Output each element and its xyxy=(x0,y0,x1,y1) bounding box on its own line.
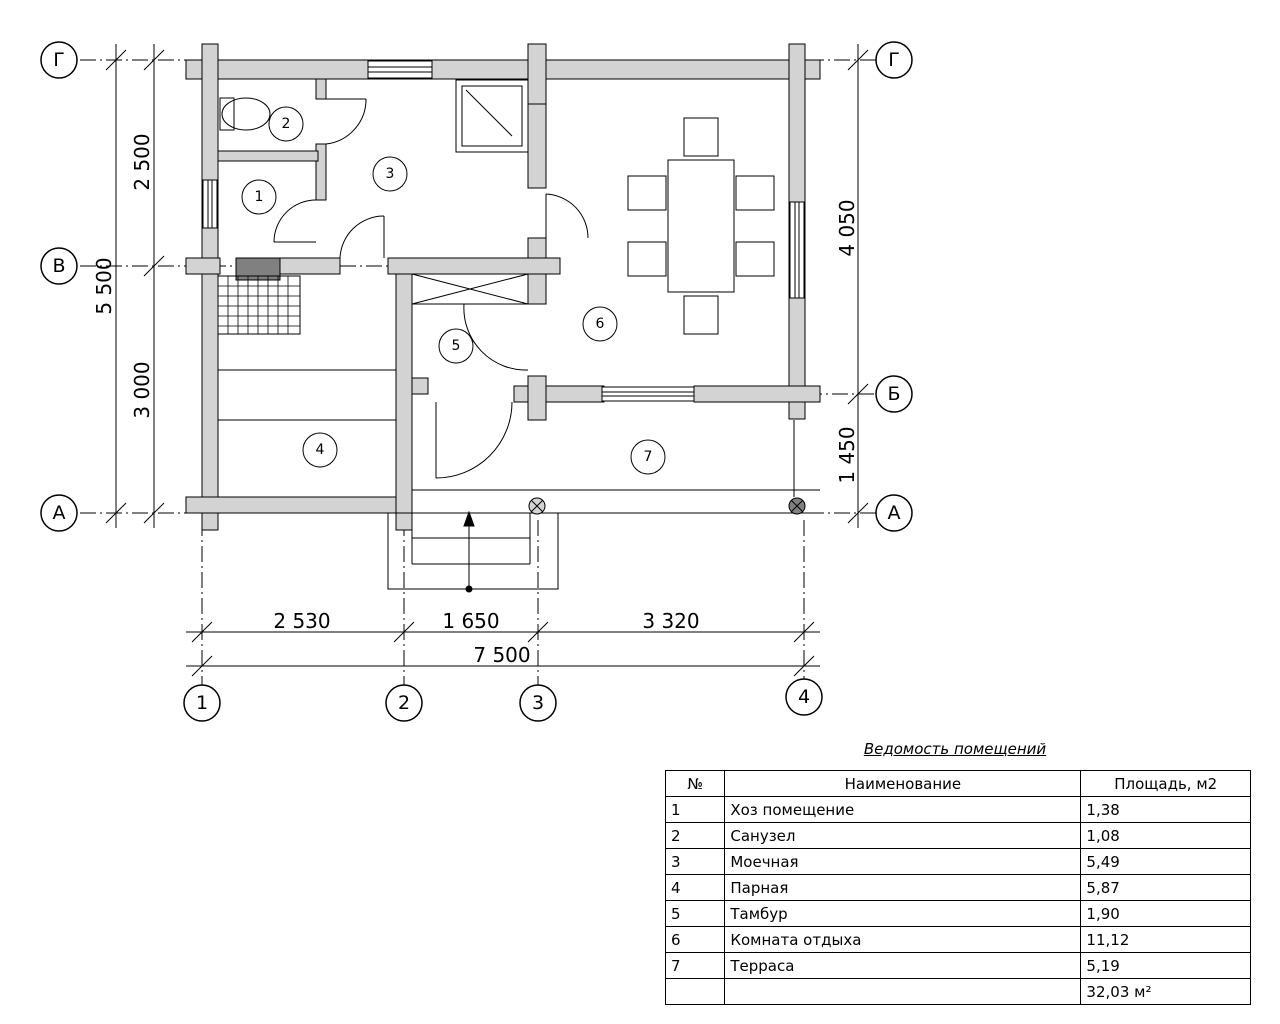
room-number-4: 4 xyxy=(316,442,325,458)
cell-area: 1,38 xyxy=(1080,796,1251,823)
dim-bottom-3: 3 320 xyxy=(642,609,699,633)
dimension-lines xyxy=(105,44,869,677)
dim-bottom-total: 7 500 xyxy=(473,643,530,667)
cell-area: 5,87 xyxy=(1080,874,1251,901)
header-name: Наименование xyxy=(724,770,1082,797)
axis-lines xyxy=(80,59,880,685)
schedule-title: Ведомость помещений xyxy=(863,740,1047,758)
cell-area: 5,49 xyxy=(1080,848,1251,875)
room-number-2: 2 xyxy=(282,116,291,132)
cell-name xyxy=(724,978,1082,1005)
cell-area: 11,12 xyxy=(1080,926,1251,953)
cell-area: 5,19 xyxy=(1080,952,1251,979)
dim-right-2: 1 450 xyxy=(835,426,859,483)
room-number-1: 1 xyxy=(255,189,264,205)
axis-label-g-left: Г xyxy=(53,49,65,71)
room-number-5: 5 xyxy=(452,338,461,354)
dim-left-outer: 5 500 xyxy=(92,257,116,314)
axis-label-3: 3 xyxy=(532,692,544,714)
doors xyxy=(273,98,589,479)
table-header-row: № Наименование Площадь, м2 xyxy=(664,770,1251,797)
floor-plan: 5 500 2 500 3 000 4 050 1 450 2 530 1 65… xyxy=(40,41,913,722)
room-number-7: 7 xyxy=(644,449,653,465)
axis-label-4: 4 xyxy=(798,686,810,708)
axis-label-a-left: А xyxy=(53,502,66,524)
room-number-6: 6 xyxy=(596,316,605,332)
cell-area: 1,08 xyxy=(1080,822,1251,849)
cell-name: Моечная xyxy=(724,848,1082,875)
cell-area: 1,90 xyxy=(1080,900,1251,927)
cell-number: 5 xyxy=(664,900,726,927)
dim-right-1: 4 050 xyxy=(835,199,859,256)
cell-number: 3 xyxy=(664,848,726,875)
cell-number: 2 xyxy=(664,822,726,849)
cell-number: 7 xyxy=(664,952,726,979)
cell-name: Санузел xyxy=(724,822,1082,849)
dim-left-inner-1: 2 500 xyxy=(130,133,154,190)
terrace xyxy=(387,402,820,593)
dim-bottom-2: 1 650 xyxy=(442,609,499,633)
cell-number: 6 xyxy=(664,926,726,953)
cell-name: Парная xyxy=(724,874,1082,901)
axis-markers xyxy=(40,41,913,722)
cell-name: Тамбур xyxy=(724,900,1082,927)
cell-number xyxy=(664,978,726,1005)
cell-total-area: 32,03 м² xyxy=(1080,978,1251,1005)
dim-left-inner-2: 3 000 xyxy=(130,361,154,418)
header-area: Площадь, м2 xyxy=(1080,770,1251,797)
walls xyxy=(185,43,821,531)
header-number: № xyxy=(664,770,726,797)
axis-label-2: 2 xyxy=(398,692,410,714)
axis-label-b-right: Б xyxy=(887,383,900,405)
fixtures xyxy=(217,79,529,421)
windows xyxy=(202,60,805,402)
room-markers xyxy=(241,106,666,475)
axis-label-a-right: А xyxy=(888,502,901,524)
cell-number: 1 xyxy=(664,796,726,823)
dining-set xyxy=(627,117,775,335)
table-total-row: 32,03 м² xyxy=(664,978,1251,1005)
cell-number: 4 xyxy=(664,874,726,901)
cell-name: Комната отдыха xyxy=(724,926,1082,953)
axis-label-g-right: Г xyxy=(888,49,900,71)
room-number-3: 3 xyxy=(386,166,395,182)
dim-bottom-1: 2 530 xyxy=(273,609,330,633)
axis-label-1: 1 xyxy=(196,692,208,714)
axis-label-v-left: В xyxy=(52,255,65,277)
cell-name: Хоз помещение xyxy=(724,796,1082,823)
room-schedule: Ведомость помещений № Наименование Площа… xyxy=(664,740,1253,1005)
cell-name: Терраса xyxy=(724,952,1082,979)
